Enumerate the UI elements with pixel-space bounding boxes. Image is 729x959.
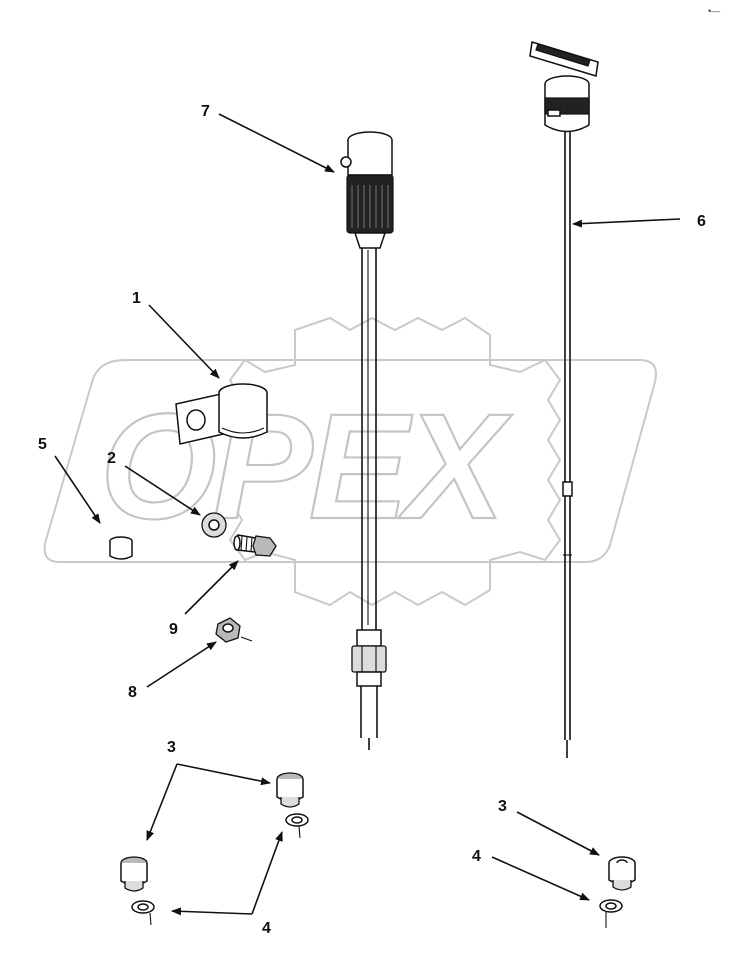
leader-lines — [54, 113, 681, 916]
callout-labels: 7 6 1 5 2 9 8 3 4 3 4 — [38, 103, 706, 937]
callout-7: 7 — [201, 103, 210, 120]
part-8-nut — [215, 617, 253, 643]
plug-set-far-right — [599, 856, 636, 928]
gear-watermark-outline — [228, 316, 562, 607]
plug-set-right — [276, 772, 309, 839]
callout-4-left: 4 — [262, 920, 271, 937]
part-2-washer — [201, 512, 227, 538]
part-5-sleeve — [109, 536, 133, 560]
callout-8: 8 — [128, 684, 137, 701]
callout-9: 9 — [169, 621, 178, 638]
corner-mark: •— — [708, 6, 720, 16]
part-9-bolt — [233, 534, 277, 557]
callout-6: 6 — [697, 213, 706, 230]
callout-2: 2 — [107, 450, 116, 467]
part-6-dipstick — [529, 41, 599, 758]
part-7-fill-tube — [340, 131, 394, 750]
badge-watermark-outline — [43, 359, 657, 563]
callout-4-right: 4 — [472, 848, 481, 865]
part-1-clamp — [175, 383, 268, 445]
plug-set-left — [120, 856, 155, 926]
callout-5: 5 — [38, 436, 47, 453]
opex-watermark: OPEX — [43, 316, 657, 607]
watermark-text: OPEX — [100, 382, 513, 550]
callout-3-left: 3 — [167, 739, 176, 756]
callout-3-right: 3 — [498, 798, 507, 815]
callout-1: 1 — [132, 290, 141, 307]
